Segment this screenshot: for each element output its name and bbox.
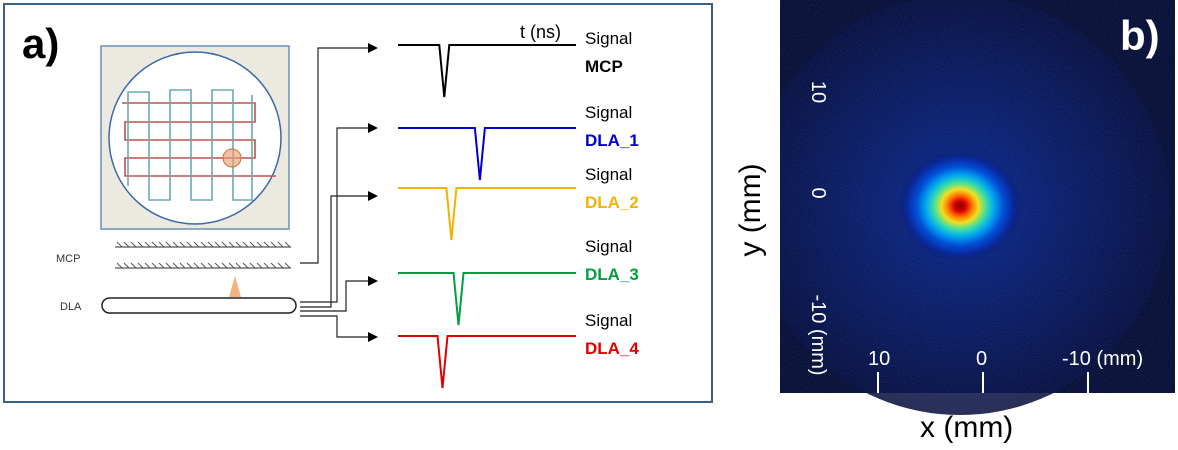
signal-name-dla2: DLA_2	[585, 193, 639, 212]
signal-prefix-dla3: Signal	[585, 237, 632, 256]
signal-prefix-dla4: Signal	[585, 311, 632, 330]
y-axis-label-container: y (mm)	[734, 163, 767, 256]
signal-trace-dla1	[398, 127, 576, 181]
mcp-plate-top	[115, 241, 291, 248]
y-tick-labels: 10 0 -10 (mm)	[807, 81, 829, 376]
mcp-label: MCP	[56, 253, 80, 265]
x-axis-ticks	[877, 372, 1089, 393]
signal-prefix-mcp: Signal	[585, 29, 632, 48]
x-tick-10: 10	[868, 348, 890, 370]
signal-trace-dla3	[398, 272, 576, 326]
y-tick-minus10: -10 (mm)	[807, 294, 829, 375]
delay-line-anode	[101, 297, 297, 314]
signal-trace-mcp	[398, 44, 576, 98]
particle-hit-spot	[222, 148, 242, 168]
signal-name-dla4: DLA_4	[585, 339, 639, 358]
arrowheads	[368, 43, 378, 342]
y-tick-10: 10	[807, 81, 829, 103]
delay-line-wire-x	[122, 102, 276, 177]
detector-circle	[108, 51, 282, 225]
electron-cloud	[229, 276, 241, 297]
signal-labels: Signal MCP Signal DLA_1 Signal DLA_2 Sig…	[585, 29, 639, 358]
signal-trace-dla4	[398, 335, 576, 389]
y-axis-label: y (mm)	[734, 163, 767, 256]
dla-label: DLA	[60, 301, 82, 313]
signal-connections	[300, 47, 368, 338]
x-tick-minus10: -10 (mm)	[1062, 348, 1143, 370]
signal-prefix-dla1: Signal	[585, 103, 632, 122]
y-tick-0: 0	[807, 187, 829, 198]
signal-trace-dla2	[398, 187, 576, 241]
delay-line-detector-schematic: a) MCP DLA t (ns) Signal MCP Signal DLA_…	[3, 3, 713, 403]
signal-name-dla3: DLA_3	[585, 265, 639, 284]
x-axis-label: x (mm)	[920, 411, 1013, 444]
signal-traces	[398, 44, 576, 389]
x-tick-labels: 10 0 -10 (mm)	[868, 348, 1143, 370]
mcp-plate-bottom	[115, 262, 291, 269]
time-axis-label: t (ns)	[520, 22, 561, 42]
hit-distribution-spot	[898, 150, 1022, 262]
signal-prefix-dla2: Signal	[585, 165, 632, 184]
signal-name-mcp: MCP	[585, 57, 623, 76]
panel-b-letter: b)	[1120, 12, 1160, 59]
detector-hit-image: b) 10 0 -10 (mm) 10 0 -10 (mm) x (mm)	[780, 0, 1175, 444]
x-tick-0: 0	[976, 348, 987, 370]
panel-a-letter: a)	[22, 20, 59, 67]
delay-line-wire-y	[127, 89, 253, 201]
signal-name-dla1: DLA_1	[585, 131, 639, 150]
